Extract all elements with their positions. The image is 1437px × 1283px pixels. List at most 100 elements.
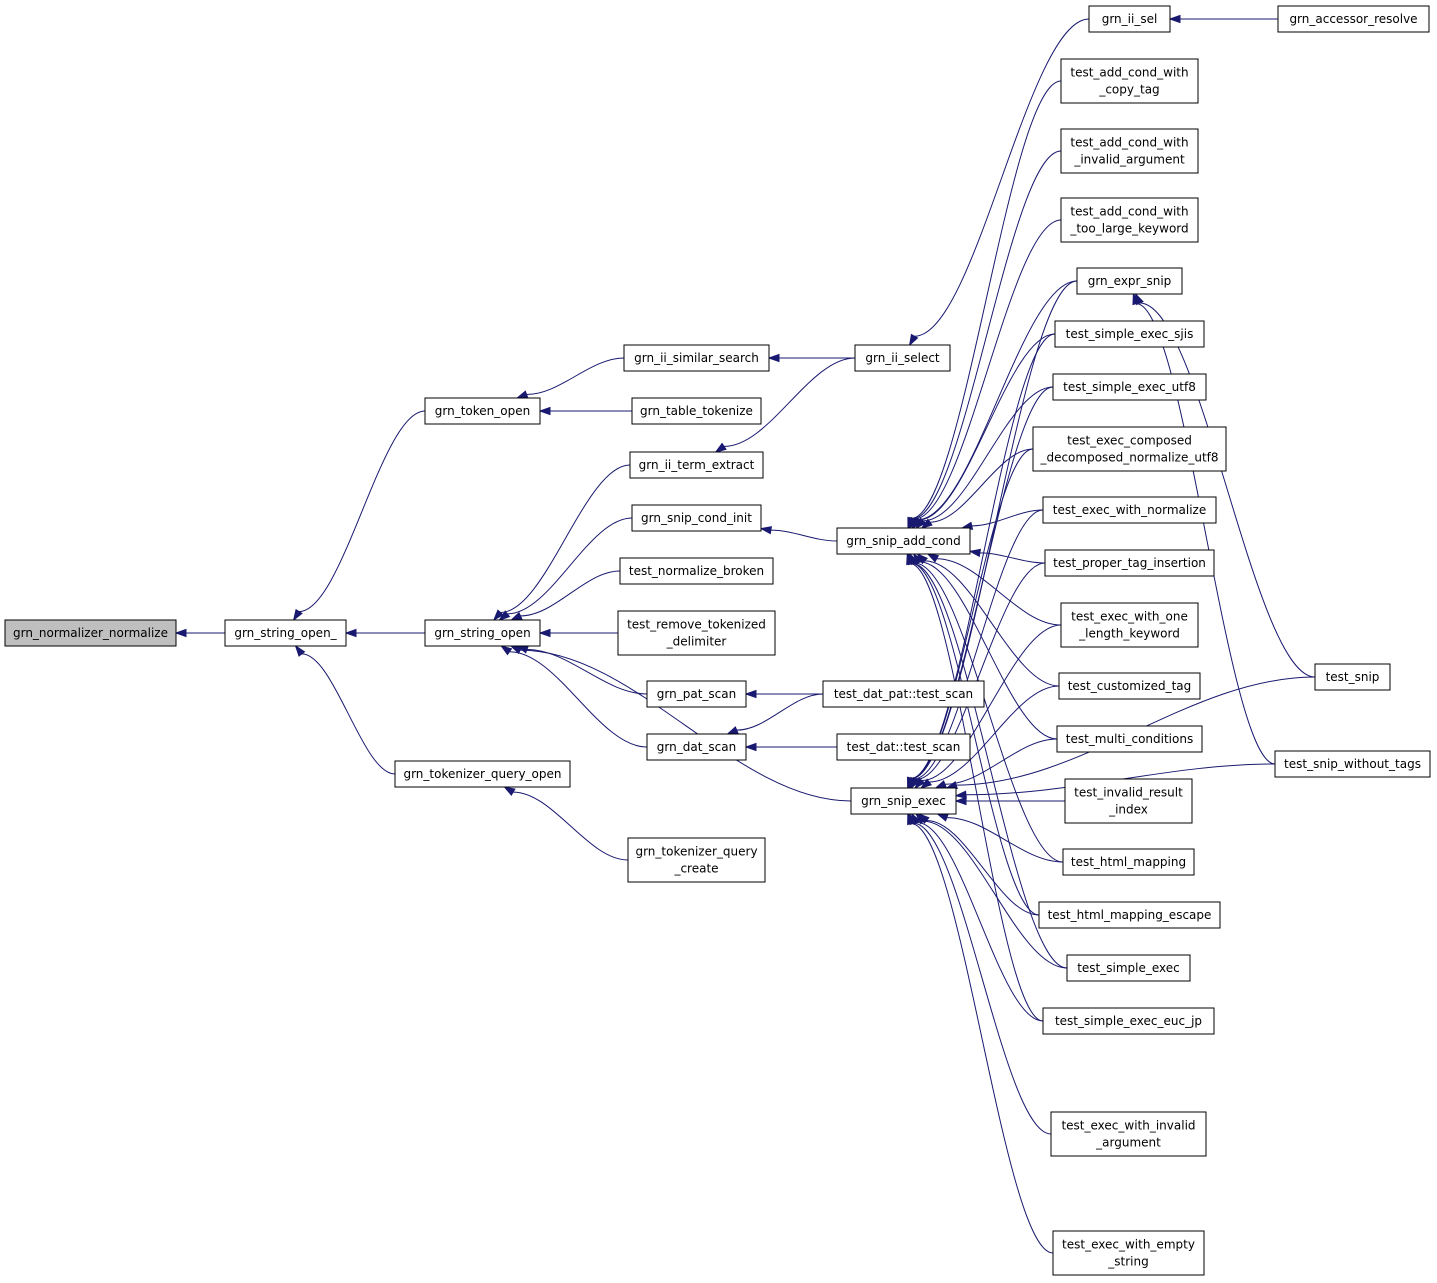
node-box [1060, 197, 1199, 243]
node-label: grn_accessor_resolve [1289, 12, 1417, 26]
node-snip-add-cond[interactable]: grn_snip_add_cond [836, 527, 971, 555]
arrow-head-icon [515, 390, 529, 399]
edge-line [914, 18, 1090, 337]
edge-line [526, 648, 648, 695]
node-label: _invalid_argument [1073, 153, 1185, 167]
node-normalizer-normalize[interactable]: grn_normalizer_normalize [4, 619, 177, 647]
node-box [627, 837, 766, 883]
edge-line [298, 410, 426, 613]
node-test-snip[interactable]: test_snip [1314, 663, 1391, 691]
node-ii-term-extract[interactable]: grn_ii_term_extract [629, 451, 764, 479]
node-label: test_exec_with_invalid [1061, 1119, 1195, 1133]
node-ii-select[interactable]: grn_ii_select [854, 344, 951, 372]
arrow-head-icon [910, 776, 921, 790]
arrow-head-icon [503, 786, 516, 796]
node-snip-cond-init[interactable]: grn_snip_cond_init [631, 504, 762, 532]
node-box [836, 527, 971, 555]
node-box [1056, 725, 1203, 753]
edge-t_utf8-to-snip_add_cond [915, 386, 1054, 530]
node-t-html-mapping[interactable]: test_html_mapping [1062, 848, 1195, 876]
node-ii-similar-search[interactable]: grn_ii_similar_search [623, 344, 770, 372]
node-ii-sel[interactable]: grn_ii_sel [1088, 5, 1171, 33]
node-label: test_invalid_result [1074, 786, 1183, 800]
node-t-one-length[interactable]: test_exec_with_one_length_keyword [1060, 602, 1199, 648]
node-string-open-[interactable]: grn_string_open_ [224, 619, 347, 647]
node-box [1032, 426, 1227, 472]
edge-ii_term_extract-to-string_open [492, 464, 631, 622]
node-t-copy-tag[interactable]: test_add_cond_with_copy_tag [1060, 58, 1199, 104]
node-label: test_multi_conditions [1066, 732, 1193, 746]
edge-t_invalid_result-to-snip_exec [954, 796, 1066, 806]
edge-t_html_escape-to-snip_exec [917, 813, 1040, 916]
node-label: test_simple_exec_euc_jp [1055, 1014, 1202, 1028]
edge-line [513, 791, 629, 861]
arrow-head-icon [767, 353, 780, 363]
edge-line [520, 570, 621, 617]
node-t-with-normalize[interactable]: test_exec_with_normalize [1042, 496, 1217, 524]
node-label: _string [1107, 1255, 1148, 1269]
node-box [1054, 320, 1205, 348]
edge-table_tokenize-to-token_open [538, 406, 633, 416]
arrow-head-icon [968, 548, 982, 558]
node-token-open[interactable]: grn_token_open [424, 397, 541, 425]
node-table-tokenize[interactable]: grn_table_tokenize [631, 397, 762, 425]
arrow-head-icon [936, 813, 949, 822]
node-box [1066, 954, 1191, 982]
node-box [1060, 602, 1199, 648]
node-t-customized[interactable]: test_customized_tag [1058, 672, 1201, 700]
node-pat-scan[interactable]: grn_pat_scan [646, 680, 747, 708]
node-string-open[interactable]: grn_string_open [424, 619, 541, 647]
node-label: test_exec_with_normalize [1053, 503, 1206, 517]
edge-accessor_resolve-to-ii_sel [1168, 14, 1278, 24]
node-test-snip-without-tags[interactable]: test_snip_without_tags [1274, 750, 1431, 778]
arrow-head-icon [744, 689, 757, 699]
node-t-invalid-result[interactable]: test_invalid_result_index [1064, 778, 1193, 824]
node-test-dat-pat-scan[interactable]: test_dat_pat::test_scan [822, 680, 985, 708]
node-t-utf8[interactable]: test_simple_exec_utf8 [1052, 373, 1207, 401]
node-snip-exec[interactable]: grn_snip_exec [850, 787, 957, 815]
edge-line [923, 820, 1068, 969]
node-label: test_simple_exec_utf8 [1063, 380, 1196, 394]
edge-line [926, 819, 1040, 916]
arrow-head-icon [908, 333, 919, 347]
node-expr-snip[interactable]: grn_expr_snip [1076, 267, 1183, 295]
arrow-head-icon [759, 526, 773, 535]
node-t-proper-tag[interactable]: test_proper_tag_insertion [1044, 549, 1215, 577]
edge-line [916, 562, 1046, 780]
node-t-invalid-argument[interactable]: test_exec_with_invalid_argument [1050, 1111, 1207, 1157]
edge-t_composed-to-snip_add_cond [920, 448, 1034, 529]
node-t-euc-jp[interactable]: test_simple_exec_euc_jp [1042, 1007, 1215, 1035]
node-label: grn_dat_scan [657, 740, 736, 754]
node-box [623, 344, 770, 372]
node-t-simple-exec[interactable]: test_simple_exec [1066, 954, 1191, 982]
edge-ii_similar_search-to-token_open [515, 357, 625, 399]
node-box [1058, 672, 1201, 700]
node-t-invalid-arg[interactable]: test_add_cond_with_invalid_argument [1060, 128, 1199, 174]
node-t-sjis[interactable]: test_simple_exec_sjis [1054, 320, 1205, 348]
node-test-remove-tokenized-delimiter[interactable]: test_remove_tokenized_delimiter [617, 610, 776, 656]
node-label: test_html_mapping_escape [1048, 908, 1212, 922]
node-t-empty-string[interactable]: test_exec_with_empty_string [1052, 1230, 1205, 1276]
node-box [1060, 128, 1199, 174]
node-label: grn_snip_add_cond [846, 534, 961, 548]
edge-t_invalid_argument-to-snip_exec [908, 812, 1052, 1135]
arrow-head-icon [920, 518, 933, 529]
node-t-too-large[interactable]: test_add_cond_with_too_large_keyword [1060, 197, 1199, 243]
node-box [424, 397, 541, 425]
edge-line [929, 448, 1034, 523]
node-box [1042, 1007, 1215, 1035]
node-t-composed[interactable]: test_exec_composed_decomposed_normalize_… [1032, 426, 1227, 472]
node-box [854, 344, 951, 372]
node-t-multi[interactable]: test_multi_conditions [1056, 725, 1203, 753]
node-t-html-escape[interactable]: test_html_mapping_escape [1038, 901, 1221, 929]
node-label: grn_snip_cond_init [641, 511, 752, 525]
node-box [394, 760, 571, 788]
node-test-dat-scan[interactable]: test_dat::test_scan [836, 733, 971, 761]
node-test-normalize-broken[interactable]: test_normalize_broken [619, 557, 774, 585]
node-tokenizer-query-open[interactable]: grn_tokenizer_query_open [394, 760, 571, 788]
arrow-head-icon [926, 553, 940, 563]
node-dat-scan[interactable]: grn_dat_scan [646, 733, 747, 761]
node-accessor-resolve[interactable]: grn_accessor_resolve [1277, 5, 1430, 33]
node-tokenizer-query-create[interactable]: grn_tokenizer_query_create [627, 837, 766, 883]
